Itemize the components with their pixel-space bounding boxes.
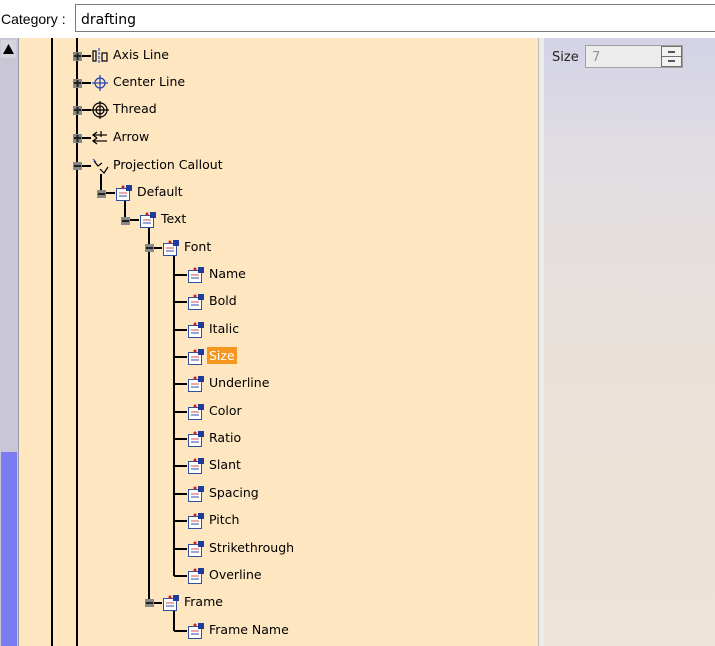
size-input[interactable]: 7 [585,45,683,68]
property-icon [162,594,180,612]
property-icon [187,348,205,366]
collapse-minus-icon[interactable] [145,244,154,252]
tree-item-strikethrough[interactable]: Strikethrough [187,540,296,558]
collapse-minus-icon[interactable] [97,190,106,198]
tree-item-name[interactable]: Name [187,266,248,284]
center-line-icon [91,74,109,92]
chevron-down-icon [668,60,675,62]
tree-item-frame-name[interactable]: Frame Name [187,622,291,640]
tree-item-bold[interactable]: Bold [187,293,239,311]
expand-plus-icon[interactable] [73,52,82,61]
category-input[interactable]: drafting [75,4,715,32]
property-icon [187,457,205,475]
settings-tree: Axis Line Center Line Thread Arrow Proje… [18,38,539,646]
tree-item-default[interactable]: Default [115,184,185,202]
selected-label: Size [207,347,237,365]
panel-splitter[interactable] [538,38,545,646]
size-spinner[interactable] [661,46,682,67]
property-icon [139,211,157,229]
tree-item-underline[interactable]: Underline [187,375,271,393]
tree-item-center-line[interactable]: Center Line [91,74,187,92]
collapse-minus-icon[interactable] [145,599,154,607]
property-icon [187,293,205,311]
tree-item-ratio[interactable]: Ratio [187,430,243,448]
property-icon [187,321,205,339]
tree-item-slant[interactable]: Slant [187,457,243,475]
property-icon [187,512,205,530]
category-bar: Category : drafting [0,0,715,38]
axis-line-icon [91,47,109,65]
properties-panel: Size 7 [544,38,715,646]
collapse-minus-icon[interactable] [73,162,82,170]
chevron-up-icon [668,51,675,53]
tree-item-font[interactable]: Font [162,239,213,257]
spin-up-button[interactable] [661,46,682,57]
property-icon [187,375,205,393]
scroll-thumb[interactable] [1,452,17,646]
triangle-up-icon [3,44,14,54]
property-icon [115,184,133,202]
spin-down-button[interactable] [661,57,682,67]
tree-item-spacing[interactable]: Spacing [187,485,261,503]
expand-plus-icon[interactable] [73,106,82,115]
tree-item-frame[interactable]: Frame [162,594,225,612]
expand-plus-icon[interactable] [73,134,82,143]
tree-item-axis-line[interactable]: Axis Line [91,47,171,65]
tree-item-size[interactable]: Size [187,347,237,366]
property-icon [187,622,205,640]
expand-plus-icon[interactable] [73,79,82,88]
tree-item-text[interactable]: Text [139,211,188,229]
tree-item-thread[interactable]: Thread [91,101,159,119]
collapse-minus-icon[interactable] [121,217,130,225]
projection-callout-icon [91,157,109,175]
property-icon [187,430,205,448]
tree-item-projection-callout[interactable]: Projection Callout [91,157,225,175]
thread-icon [91,101,109,119]
size-label: Size [552,50,579,65]
category-label: Category : [1,11,66,27]
property-icon [187,540,205,558]
tree-item-color[interactable]: Color [187,403,244,421]
scroll-up-button[interactable] [1,40,16,58]
property-icon [187,567,205,585]
property-icon [162,239,180,257]
vertical-scrollbar[interactable] [0,38,18,646]
property-icon [187,403,205,421]
tree-item-arrow[interactable]: Arrow [91,129,151,147]
tree-item-pitch[interactable]: Pitch [187,512,241,530]
property-icon [187,485,205,503]
arrow-icon [91,129,109,147]
tree-connector-lines [51,38,187,646]
tree-item-overline[interactable]: Overline [187,567,264,585]
property-icon [187,266,205,284]
tree-item-italic[interactable]: Italic [187,321,241,339]
